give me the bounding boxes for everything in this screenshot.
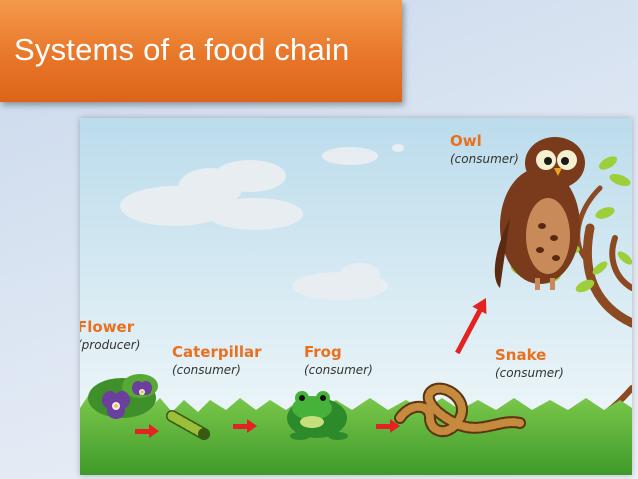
- arrow-up-icon: [455, 297, 487, 355]
- food-chain-scene: [80, 118, 632, 475]
- arrow-right-icon: [376, 419, 400, 433]
- grass-ground: [80, 394, 632, 475]
- chain-arrows: [135, 297, 487, 438]
- cloud: [392, 144, 404, 152]
- flower-label: Flower: [80, 318, 135, 336]
- cloud: [322, 147, 378, 165]
- slide-title: Systems of a food chain: [14, 32, 350, 67]
- cloud-group: [120, 144, 404, 300]
- snake-label: Snake: [495, 346, 547, 364]
- slide-title-banner: Systems of a food chain: [0, 0, 402, 102]
- frog-role: (consumer): [304, 363, 373, 377]
- flower-illustration: [88, 374, 158, 419]
- snake-illustration: [394, 382, 526, 438]
- cloud: [340, 263, 380, 285]
- frog-label: Frog: [304, 343, 342, 361]
- arrow-right-icon: [233, 419, 257, 433]
- owl-label: Owl: [450, 132, 482, 150]
- caterpillar-role: (consumer): [172, 363, 241, 377]
- owl-illustration: [494, 137, 585, 290]
- caterpillar-label: Caterpillar: [172, 343, 262, 361]
- frog-illustration: [287, 391, 348, 440]
- snake-role: (consumer): [495, 366, 564, 380]
- food-chain-illustration: Flower (producer) Caterpillar (consumer)…: [80, 118, 632, 475]
- caterpillar-illustration: [166, 410, 210, 440]
- flower-role: (producer): [80, 338, 141, 352]
- cloud: [207, 198, 303, 230]
- owl-role: (consumer): [450, 152, 519, 166]
- cloud: [214, 160, 286, 192]
- arrow-right-icon: [135, 424, 159, 438]
